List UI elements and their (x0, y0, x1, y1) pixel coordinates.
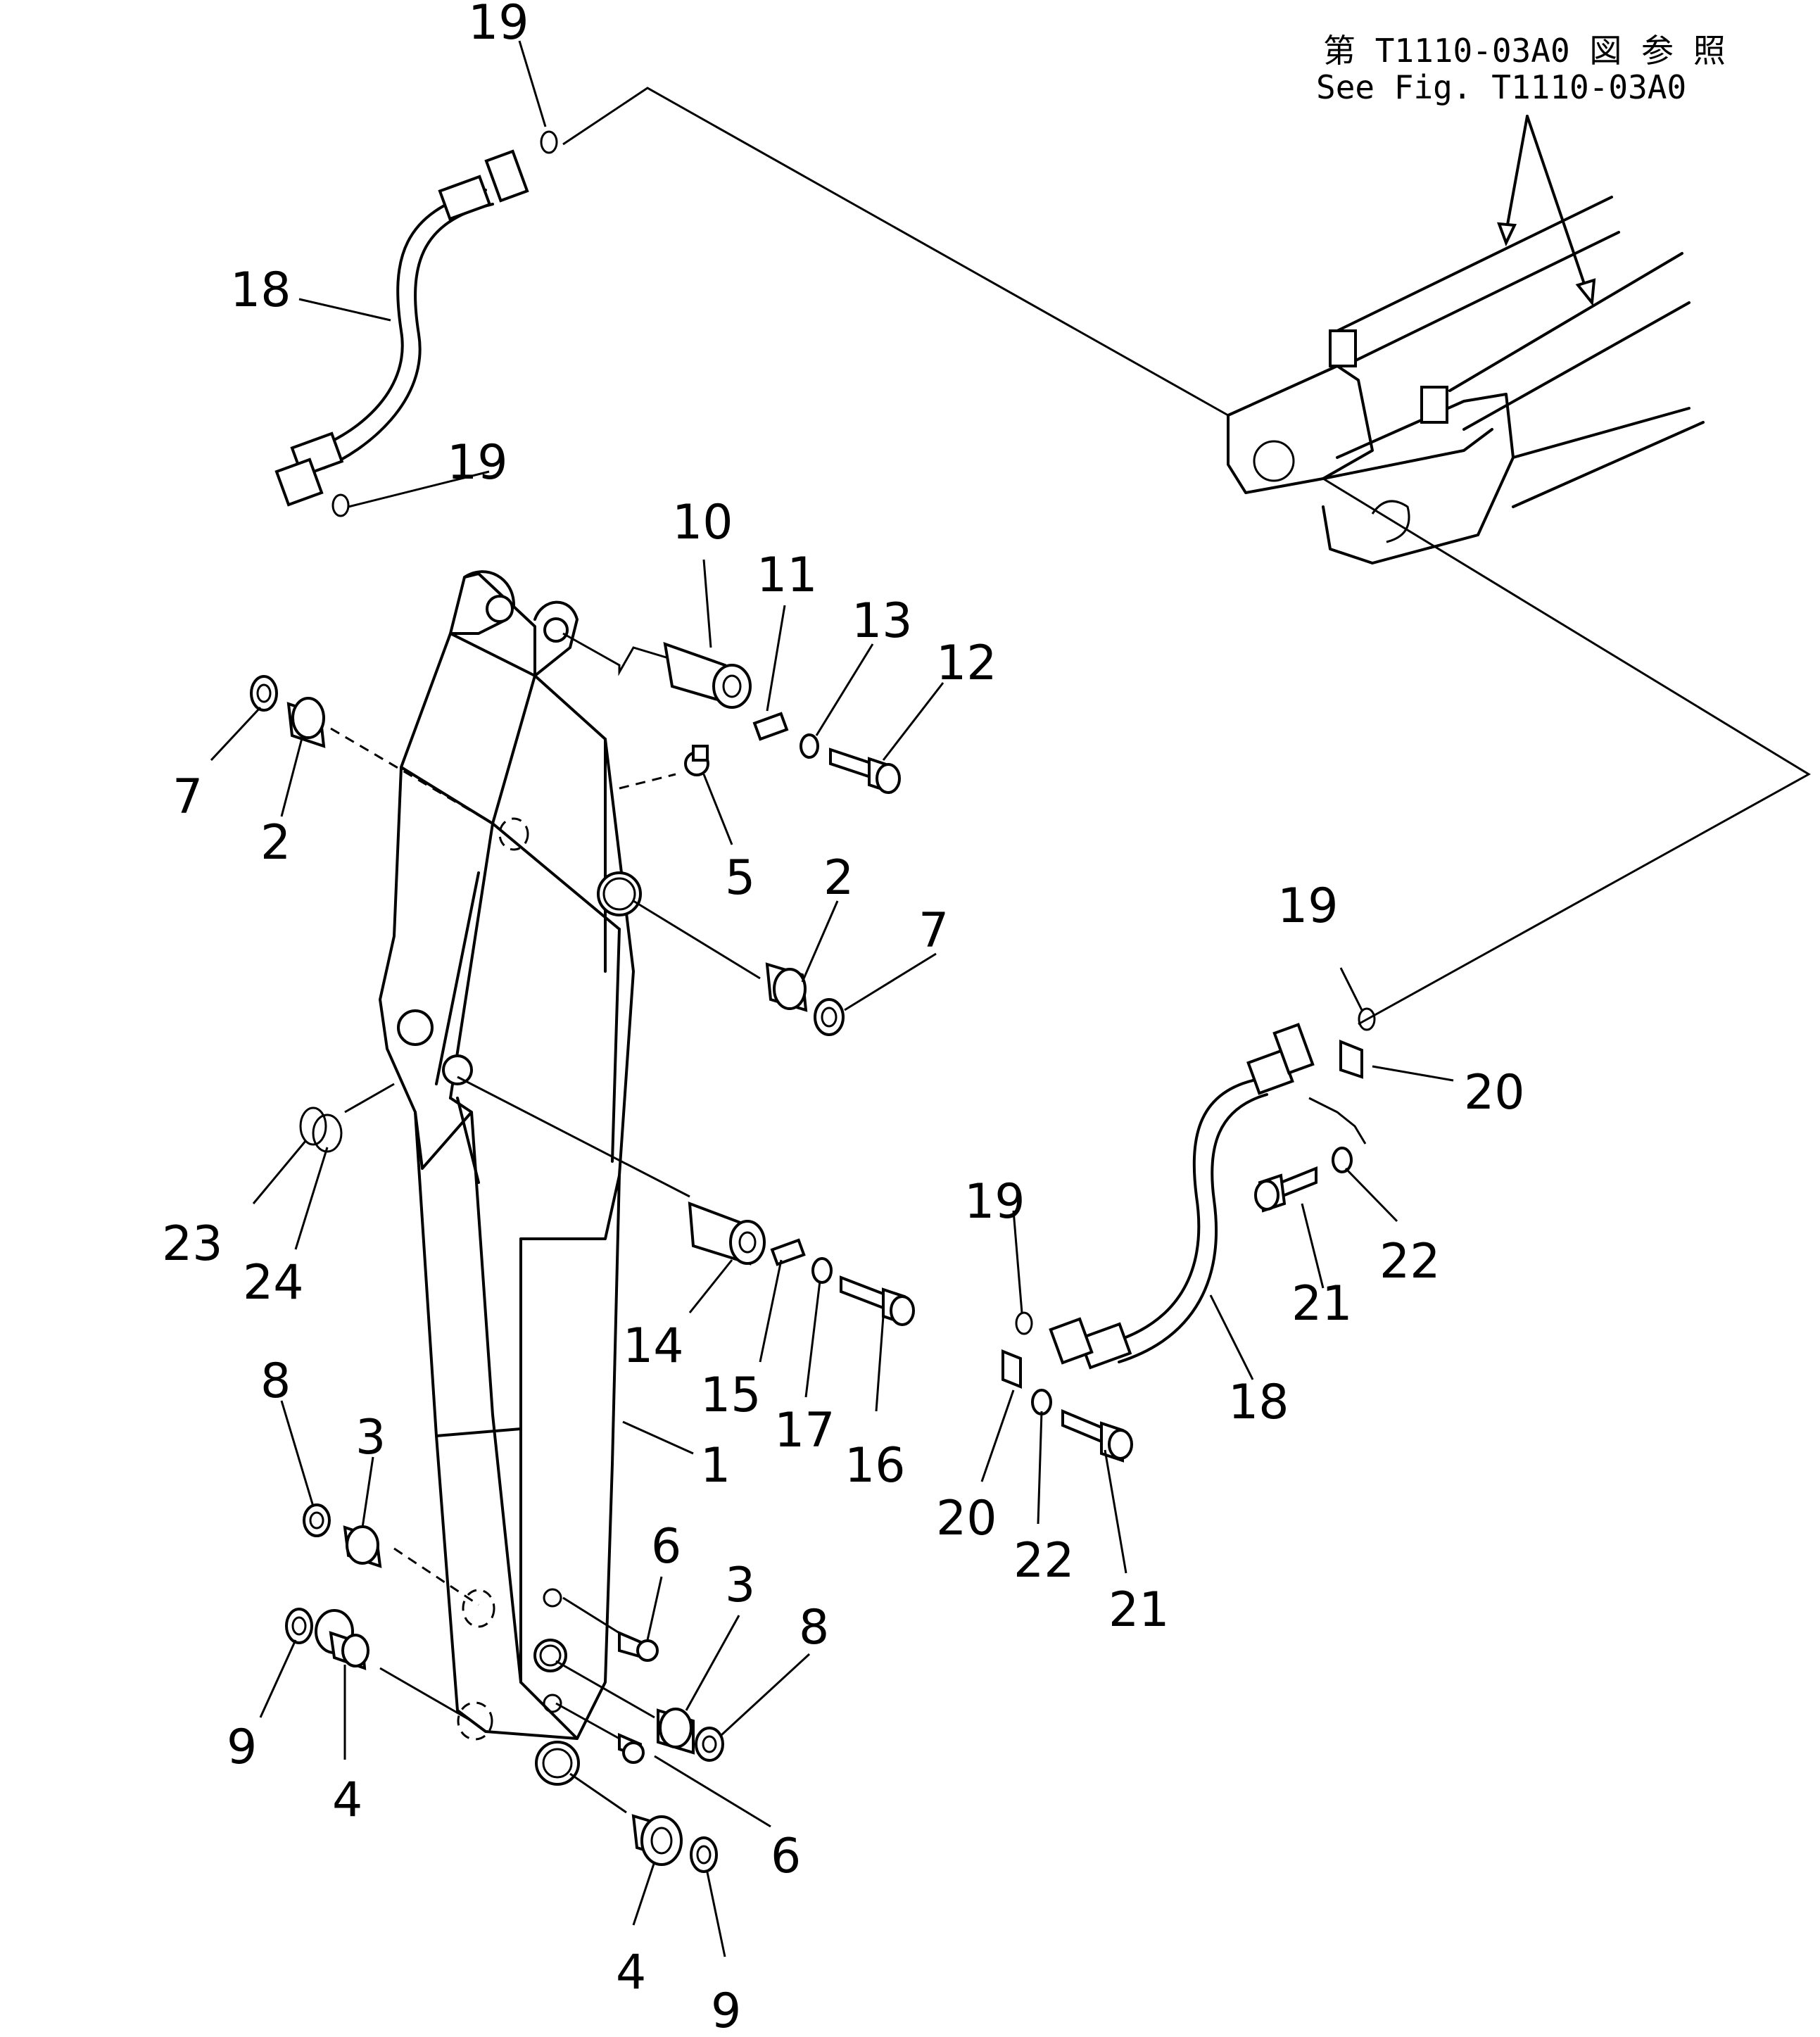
callout-7-right: 7 (918, 903, 949, 959)
callout-19-top: 19 (468, 0, 529, 51)
bolt-12 (829, 748, 901, 794)
upper-hose-flange-bottom (274, 458, 324, 507)
washer-13 (800, 733, 819, 759)
callout-6-upper: 6 (651, 1519, 681, 1575)
callout-13: 13 (852, 593, 913, 649)
upper-hose (274, 149, 529, 507)
bushing-4-right (631, 1814, 683, 1866)
callout-7-upper: 7 (172, 769, 203, 825)
callout-19-right: 19 (1277, 878, 1339, 934)
callout-labels: 19 18 19 10 11 13 12 7 2 5 2 7 19 20 23 … (162, 0, 1525, 2037)
callout-17: 17 (774, 1403, 835, 1458)
callout-20-right: 20 (1464, 1065, 1525, 1121)
bolt-21-b (1061, 1409, 1133, 1463)
split-flange-20-a (1339, 1040, 1363, 1079)
grease-fitting-6-upper (618, 1630, 659, 1662)
split-flange-20-b (1001, 1349, 1022, 1389)
callout-21-lower: 21 (1108, 1582, 1170, 1638)
grease-fitting-6-lower (618, 1732, 645, 1764)
washer-22-b (1031, 1389, 1052, 1415)
callout-6-lower: 6 (771, 1829, 801, 1884)
callout-5: 5 (725, 850, 755, 906)
seal-9-left (285, 1608, 313, 1644)
grease-fitting-5 (684, 745, 709, 776)
callout-4-right: 4 (616, 1945, 646, 2000)
callout-19-upper-hose: 19 (447, 435, 508, 491)
callout-4-left: 4 (332, 1772, 362, 1828)
seal-7-upper (250, 675, 278, 712)
plate-11 (752, 712, 789, 741)
boom-body (379, 570, 642, 1786)
pin-10 (663, 641, 752, 709)
callout-10: 10 (672, 495, 733, 550)
o-ring-19-b (331, 493, 350, 517)
callout-23: 23 (162, 1216, 223, 1272)
o-ring-19-c (1358, 1007, 1376, 1031)
callout-18-lower: 18 (1228, 1375, 1289, 1430)
reference-note-english: See Fig. T1110-03A0 (1316, 68, 1686, 106)
seal-7-right (814, 998, 845, 1036)
callout-12: 12 (936, 636, 997, 691)
callout-22-lower: 22 (1013, 1533, 1075, 1589)
bushing-2-right (765, 962, 808, 1012)
callout-1: 1 (700, 1438, 731, 1494)
callout-2-right: 2 (823, 850, 854, 906)
bolt-16 (840, 1275, 915, 1326)
shims-23-24 (299, 1106, 343, 1153)
callout-22-right: 22 (1379, 1234, 1441, 1289)
cylinder-port-flange-1 (1329, 329, 1357, 367)
upper-hose-flange-top (484, 149, 529, 203)
callout-14: 14 (623, 1318, 684, 1374)
callout-11: 11 (757, 548, 818, 603)
hose-leader-line (1308, 1097, 1367, 1144)
lower-hose (1049, 1023, 1315, 1370)
bushing-4-left (315, 1609, 369, 1670)
callout-3-left: 3 (355, 1410, 386, 1465)
cylinder-port-flange-2 (1420, 386, 1448, 424)
reference-note-japanese: 第 T1110-03A0 図 参 照 (1323, 32, 1726, 70)
callout-9-left: 9 (227, 1720, 257, 1775)
bushing-3-left (343, 1525, 382, 1568)
callout-leaders (210, 40, 1454, 1957)
washer-22-a (1332, 1147, 1353, 1173)
o-ring-19-d (1015, 1311, 1033, 1335)
callout-2-upper: 2 (260, 815, 291, 871)
bolt-21-a (1254, 1166, 1317, 1213)
o-ring-19-a (540, 130, 558, 154)
callout-20-lower: 20 (936, 1491, 997, 1546)
callout-8-right: 8 (799, 1600, 829, 1656)
pin-14 (688, 1202, 766, 1266)
seal-8-right (695, 1727, 724, 1762)
plate-15 (770, 1238, 806, 1266)
connection-lines (562, 87, 1811, 1026)
callout-19-lower: 19 (964, 1174, 1025, 1230)
washer-17 (811, 1257, 833, 1284)
callout-16: 16 (845, 1438, 906, 1494)
callout-15: 15 (700, 1368, 762, 1423)
callout-18-upper: 18 (230, 263, 291, 318)
callout-21-right: 21 (1291, 1276, 1353, 1332)
bushing-2-upper (286, 697, 326, 748)
seal-8-left (303, 1503, 331, 1537)
mating-cylinder-assembly (1227, 196, 1705, 565)
callout-3-right: 3 (725, 1558, 755, 1613)
callout-9-right: 9 (711, 1984, 741, 2037)
bushing-3-right (657, 1708, 695, 1755)
callout-8-left: 8 (260, 1354, 291, 1409)
part-leader-lines (330, 632, 761, 1814)
lower-hose-flange-bottom (1049, 1317, 1094, 1365)
reference-arrows (1497, 115, 1596, 307)
lower-hose-flange-top (1272, 1023, 1315, 1075)
callout-24: 24 (243, 1255, 304, 1311)
seal-9-right (690, 1836, 718, 1873)
